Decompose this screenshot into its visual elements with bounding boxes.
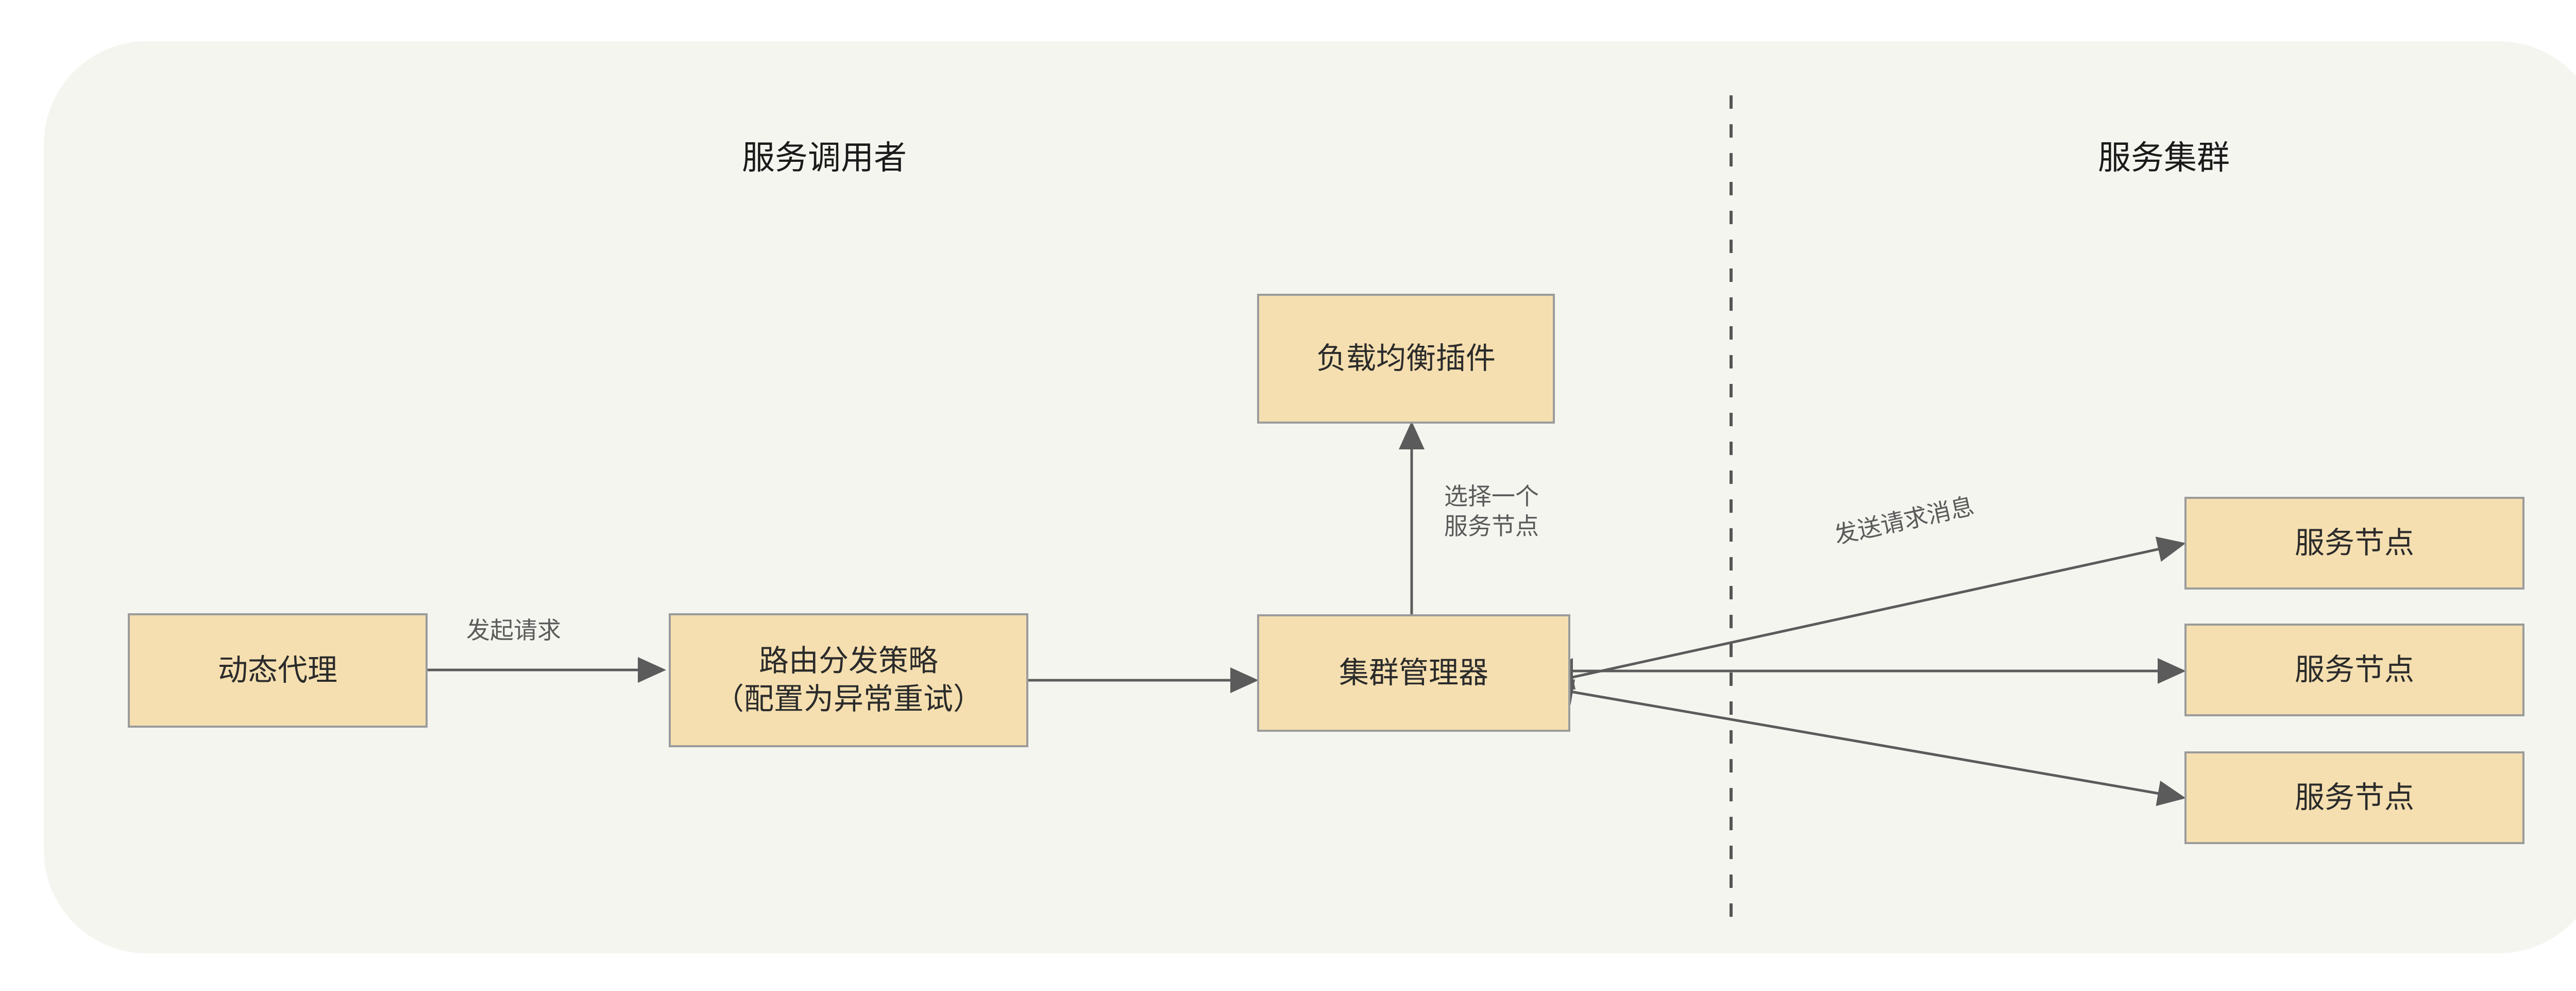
node-route-policy-line2: （配置为异常重试）	[714, 682, 983, 716]
node-cluster-manager-label: 集群管理器	[1338, 656, 1488, 690]
edge-label-select-service-node: 选择一个 服务节点	[1409, 482, 1574, 541]
lane-title-caller: 服务调用者	[742, 139, 907, 176]
node-cluster-manager[interactable]: 集群管理器	[1257, 614, 1570, 732]
node-route-policy[interactable]: 路由分发策略 （配置为异常重试）	[669, 613, 1028, 747]
node-route-policy-line1: 路由分发策略	[758, 644, 938, 678]
node-service-node-3-label: 服务节点	[2294, 780, 2414, 814]
edge-label-select-service-node-line1: 选择一个	[1444, 483, 1539, 510]
node-service-node-3[interactable]: 服务节点	[2184, 751, 2524, 844]
node-service-node-1-label: 服务节点	[2294, 526, 2414, 560]
node-dynamic-proxy-label: 动态代理	[217, 653, 337, 687]
edge-label-select-service-node-line2: 服务节点	[1444, 512, 1539, 540]
node-service-node-2[interactable]: 服务节点	[2184, 624, 2524, 716]
edge-label-initiate-request: 发起请求	[466, 617, 561, 644]
node-route-policy-label: 路由分发策略 （配置为异常重试）	[709, 642, 988, 718]
node-service-node-1[interactable]: 服务节点	[2184, 497, 2524, 590]
lane-title-cluster: 服务集群	[2098, 139, 2230, 176]
node-dynamic-proxy[interactable]: 动态代理	[128, 613, 428, 728]
node-service-node-2-label: 服务节点	[2294, 652, 2414, 686]
node-load-balancer[interactable]: 负载均衡插件	[1257, 294, 1555, 424]
node-load-balancer-label: 负载均衡插件	[1316, 341, 1496, 375]
